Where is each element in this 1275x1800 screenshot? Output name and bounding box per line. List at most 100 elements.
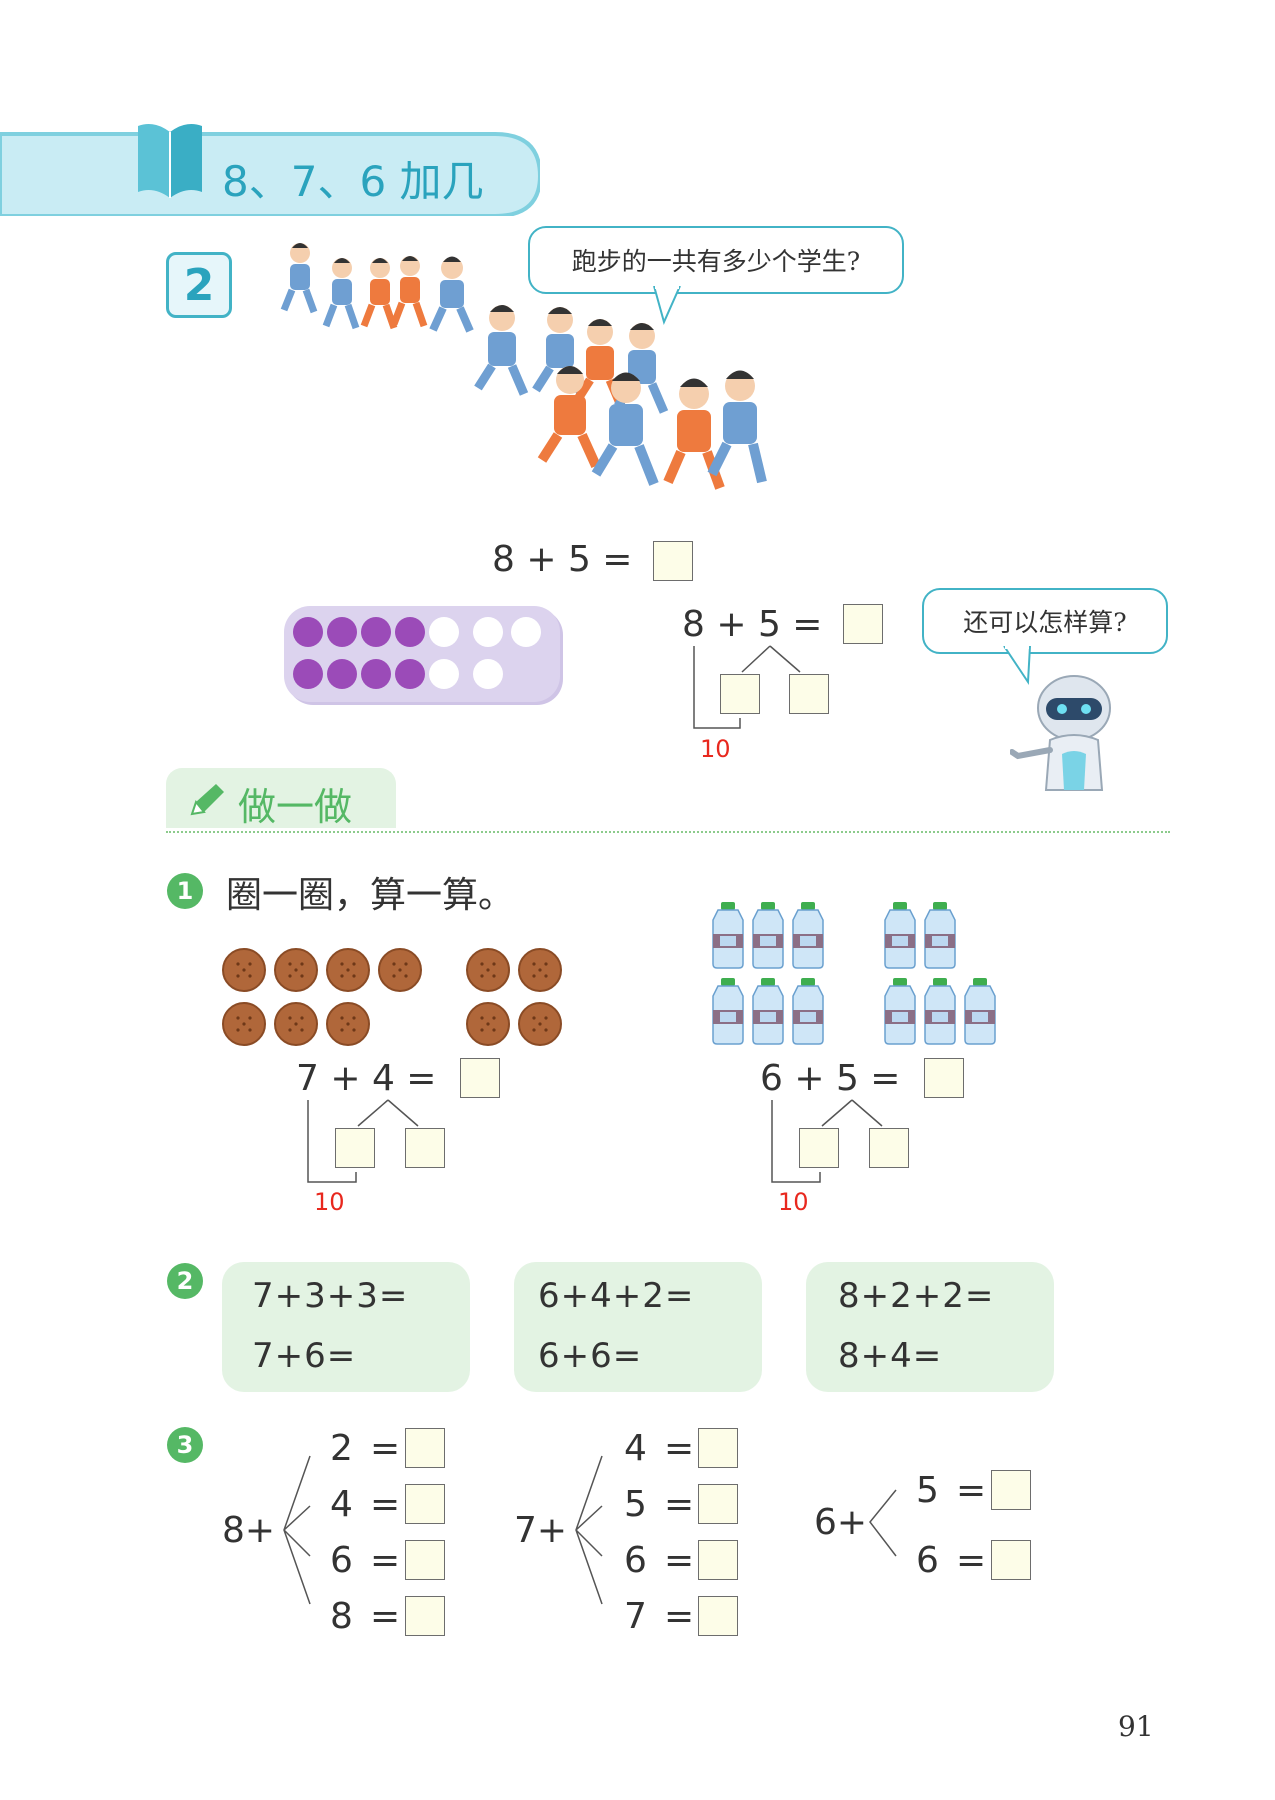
q3-addend: 2: [330, 1428, 353, 1469]
ten-frame-counters: [284, 606, 560, 702]
speech-bubble-question: 跑步的一共有多少个学生?: [528, 226, 904, 294]
split-box-left[interactable]: [720, 674, 760, 714]
page-number: 91: [1118, 1710, 1154, 1743]
q3-addend: 5: [624, 1484, 647, 1525]
split-box-right[interactable]: [869, 1128, 909, 1168]
answer-box[interactable]: [698, 1596, 738, 1636]
cookie-icon: [326, 948, 370, 992]
cookie-icon: [466, 948, 510, 992]
counter-empty: [429, 659, 459, 689]
decomposition-lines: [307, 1099, 419, 1183]
water-bottle-icon: [752, 978, 784, 1045]
q2-expr: 6+6=: [538, 1336, 643, 1376]
counter-filled: [395, 617, 425, 647]
q2-expr: 7+3+3=: [252, 1276, 409, 1316]
cookie-icon: [518, 1002, 562, 1046]
counter-filled: [293, 659, 323, 689]
counter-filled: [327, 659, 357, 689]
water-bottle-icon: [792, 902, 824, 969]
runner-figure: [280, 243, 318, 314]
decomposition-lines: [771, 1099, 883, 1183]
split-box-right[interactable]: [405, 1128, 445, 1168]
split-box-left[interactable]: [335, 1128, 375, 1168]
q3-equals: =: [370, 1484, 401, 1525]
q1-right-equation: 6 + 5 =: [760, 1058, 901, 1099]
q3-addend: 6: [330, 1540, 353, 1581]
question-number-3: 3: [167, 1427, 203, 1463]
q2-box-3: [806, 1262, 1054, 1392]
q2-expr: 8+4=: [838, 1336, 943, 1376]
ten-label: 10: [778, 1188, 809, 1216]
question-number-2: 2: [167, 1263, 203, 1299]
q2-expr: 7+6=: [252, 1336, 357, 1376]
q1-instruction: 圈一圈，算一算。: [226, 875, 515, 916]
answer-box[interactable]: [460, 1058, 500, 1098]
water-bottle-icon: [712, 902, 744, 969]
q3-addend: 6: [624, 1540, 647, 1581]
q3-equals: =: [956, 1540, 987, 1581]
running-students-illustration: [280, 243, 767, 490]
water-bottle-icon: [924, 978, 956, 1045]
answer-box[interactable]: [991, 1540, 1031, 1580]
answer-box[interactable]: [843, 604, 883, 644]
branch-lines: [869, 1489, 897, 1557]
answer-box[interactable]: [698, 1428, 738, 1468]
example-number: 2: [183, 259, 215, 311]
water-bottle-icon: [712, 978, 744, 1045]
water-bottle-icon: [884, 902, 916, 969]
cookie-icon: [466, 1002, 510, 1046]
bubble-tail: [653, 286, 681, 325]
answer-box[interactable]: [698, 1540, 738, 1580]
q3-equals: =: [664, 1596, 695, 1637]
q3-addend: 4: [330, 1484, 353, 1525]
q3-equals: =: [664, 1428, 695, 1469]
counter-empty: [511, 617, 541, 647]
branch-lines: [283, 1455, 311, 1605]
cookie-icon: [222, 1002, 266, 1046]
water-bottle-icon: [964, 978, 996, 1045]
chapter-title: 8、7、6 加几: [222, 157, 484, 206]
cookie-icon: [326, 1002, 370, 1046]
example-number-badge: 2: [166, 252, 232, 318]
decomposition-lines: [693, 645, 801, 729]
ten-label: 10: [314, 1188, 345, 1216]
answer-box[interactable]: [405, 1596, 445, 1636]
split-box-left[interactable]: [799, 1128, 839, 1168]
counter-filled: [395, 659, 425, 689]
answer-box[interactable]: [405, 1428, 445, 1468]
water-bottle-icon: [884, 978, 916, 1045]
q3-base: 7+: [514, 1510, 568, 1551]
q3-addend: 8: [330, 1596, 353, 1637]
counter-empty: [429, 617, 459, 647]
cookie-icon: [274, 1002, 318, 1046]
cookies-illustration: [222, 948, 562, 1046]
speech-bubble-robot: 还可以怎样算?: [922, 588, 1168, 654]
practice-title: 做一做: [238, 785, 353, 829]
q3-equals: =: [370, 1540, 401, 1581]
question-number-1: 1: [167, 873, 203, 909]
pencil-icon: [186, 780, 226, 824]
q3-equals: =: [956, 1470, 987, 1511]
counter-empty: [473, 659, 503, 689]
cookie-icon: [518, 948, 562, 992]
q3-addend: 7: [624, 1596, 647, 1637]
robot-icon: [1010, 675, 1111, 791]
split-box-right[interactable]: [789, 674, 829, 714]
decomposition-equation: 8 + 5 =: [682, 604, 823, 645]
cookie-icon: [378, 948, 422, 992]
answer-box[interactable]: [698, 1484, 738, 1524]
dotted-divider: [166, 831, 1170, 833]
q3-equals: =: [664, 1484, 695, 1525]
counter-empty: [473, 617, 503, 647]
q3-addend: 6: [916, 1540, 939, 1581]
bubble-question-text: 跑步的一共有多少个学生?: [571, 247, 861, 276]
robot-bubble-tail: [1003, 646, 1031, 686]
q3-equals: =: [370, 1428, 401, 1469]
answer-box[interactable]: [653, 541, 693, 581]
ten-label: 10: [700, 735, 731, 763]
answer-box[interactable]: [991, 1470, 1031, 1510]
answer-box[interactable]: [924, 1058, 964, 1098]
counter-filled: [327, 617, 357, 647]
answer-box[interactable]: [405, 1540, 445, 1580]
answer-box[interactable]: [405, 1484, 445, 1524]
